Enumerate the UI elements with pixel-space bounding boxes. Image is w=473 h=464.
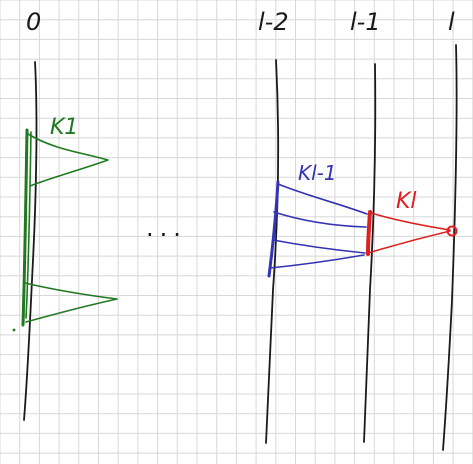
layer-lines: [23, 44, 458, 451]
kernel-k1-group: [12, 128, 118, 332]
kernel-kl-group: [366, 210, 458, 256]
layer-line-l: [442, 44, 458, 451]
kl-1-fan-top: [277, 183, 368, 215]
layer-label-l: l: [448, 8, 455, 36]
kernel-label-kl: Kl: [396, 189, 417, 214]
kl-1-fan-bottom: [269, 254, 365, 269]
layer-label-l-2: l-2: [258, 8, 289, 36]
layer-label-l-1: l-1: [350, 8, 381, 36]
kernel-kl-1-group: [267, 180, 368, 278]
k1-lower-fan: [24, 282, 118, 323]
kl-bar: [366, 210, 372, 256]
kernel-label-k1: K1: [50, 115, 78, 140]
kl-1-fan-low: [272, 239, 366, 254]
k1-dot: [12, 328, 16, 332]
kernel-label-kl-1: Kl-1: [298, 161, 337, 185]
k1-bar: [21, 128, 29, 327]
ellipsis: ...: [146, 214, 187, 242]
kl-output-node: [446, 225, 458, 237]
layer-line-0: [23, 61, 38, 421]
layer-line-l-2: [265, 59, 280, 444]
layer-label-0: 0: [26, 8, 41, 36]
kl-1-fan-mid: [273, 211, 367, 228]
kl-fan-bottom: [367, 230, 451, 254]
k1-bar-2: [25, 131, 32, 319]
layer-line-l-1: [363, 63, 377, 443]
kl-fan-top: [370, 212, 451, 231]
kl-1-bar: [267, 180, 280, 278]
k1-upper-fan: [27, 133, 109, 187]
